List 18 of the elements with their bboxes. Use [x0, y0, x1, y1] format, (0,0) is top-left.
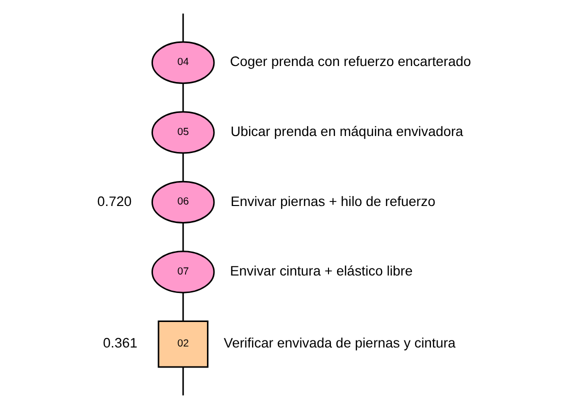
node-label: 0.720	[97, 194, 132, 209]
node-label: Envivar cintura + elástico libre	[230, 264, 413, 279]
node-label: Ubicar prenda en máquina envivadora	[230, 124, 464, 139]
node-label: Verificar envivada de piernas y cintura	[224, 336, 456, 351]
node-label: 0.361	[103, 336, 138, 351]
connector	[182, 14, 184, 42]
connector	[182, 83, 184, 112]
node-ellipse: 05	[151, 111, 215, 154]
node-ellipse: 04	[151, 41, 215, 84]
node-label: Envivar piernas + hilo de refuerzo	[230, 194, 436, 209]
node-label: Coger prenda con refuerzo encarterado	[230, 54, 472, 70]
node-ellipse: 06	[151, 180, 215, 224]
connector	[182, 367, 184, 396]
connector	[182, 292, 184, 321]
node-box: 02	[158, 320, 208, 368]
connector	[182, 222, 184, 252]
node-ellipse: 07	[151, 250, 215, 294]
connector	[182, 153, 184, 182]
